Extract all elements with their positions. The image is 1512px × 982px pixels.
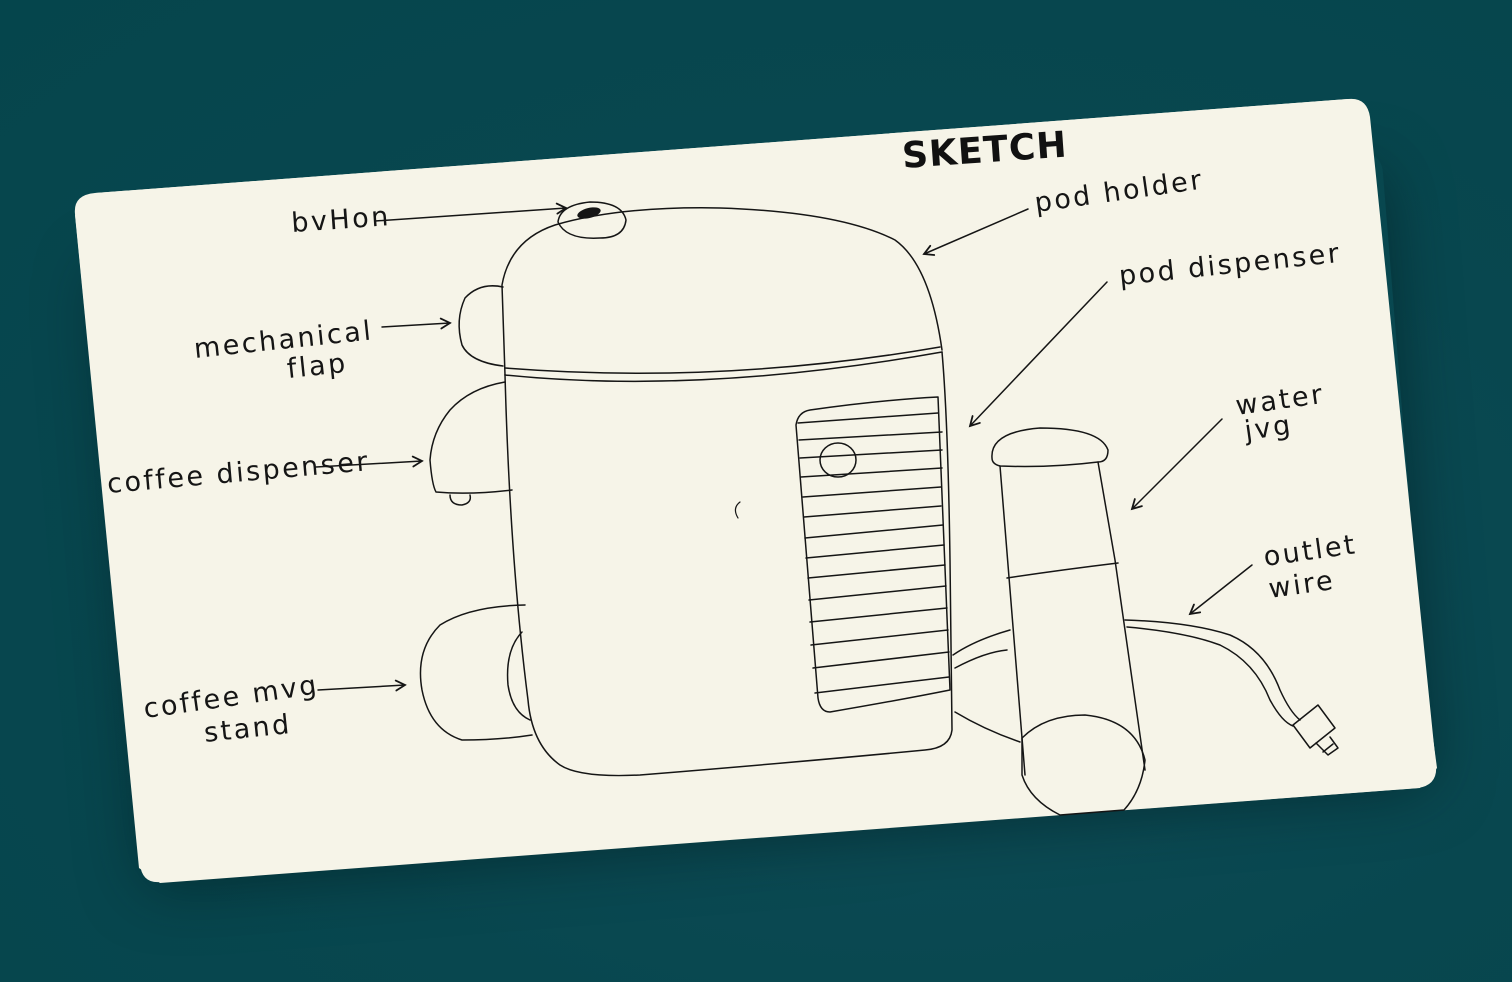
arrow-button [374,202,568,222]
arrow-pod-dispenser [968,281,1108,428]
machine-seam [504,346,943,383]
arrow-outlet-wire [1188,564,1253,616]
outlet-wire [1124,619,1339,756]
pod-dispenser-panel [795,396,951,713]
water-jug [991,427,1146,816]
arrow-coffee-mug-stand [317,679,407,692]
coffee-machine-drawing [501,207,953,777]
label-water-jug-line2: jvg [1242,410,1295,448]
arrow-pod-holder [922,208,1029,256]
label-button: bvHon [290,201,391,239]
arrow-mechanical-flap [381,317,452,330]
arrow-water-jug [1130,418,1223,511]
label-mechanical-flap-line2: flap [285,348,349,385]
body-mark [734,501,741,519]
arrow-coffee-dispenser [315,455,424,468]
machine-top-dome [501,207,943,376]
mechanical-flap [458,285,504,367]
base-link [954,711,1021,743]
coffee-mug-stand [419,604,533,741]
power-button [557,201,627,239]
machine-body [504,351,953,777]
coffee-dispenser [429,381,513,506]
connector-pipe [952,629,1011,669]
